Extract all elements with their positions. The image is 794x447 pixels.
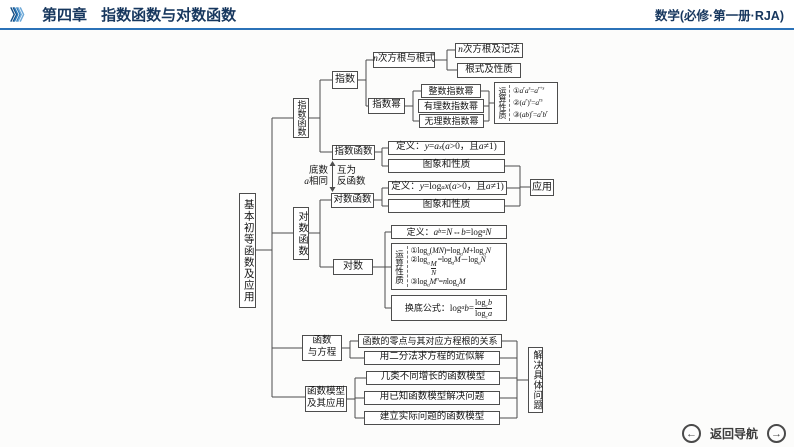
node-function-models: 函数模型及其应用 bbox=[305, 386, 347, 412]
exp-prop-1: ①aras=ar+s bbox=[513, 85, 545, 96]
node-application: 应用 bbox=[530, 179, 554, 196]
header-bar: 》》》 第四章 指数函数与对数函数 数学(必修·第一册·RJA) bbox=[0, 0, 794, 30]
node-exp-graph-properties: 图象和性质 bbox=[388, 159, 505, 173]
chevron-icon: 》 bbox=[17, 6, 32, 24]
book-label: 数学(必修·第一册·RJA) bbox=[654, 8, 784, 23]
node-exponent-power: 指数幂 bbox=[368, 98, 405, 114]
arrow-down-icon bbox=[329, 187, 336, 192]
exp-prop-2: ②(ar)s=ars bbox=[513, 97, 543, 108]
node-solve-problems: 解决具体问题 bbox=[528, 347, 543, 413]
node-build-model: 建立实际问题的函数模型 bbox=[364, 411, 500, 425]
page-title: 指数函数与对数函数 bbox=[101, 6, 237, 24]
node-rational-exponent-power: 有理数指数幂 bbox=[418, 99, 484, 113]
node-growth-models: 几类不同增长的函数模型 bbox=[366, 371, 500, 385]
forward-arrow-icon: → bbox=[771, 427, 782, 440]
box-exponent-operation-properties: 运算性质 ①aras=ar+s ②(ar)s=ars ③(ab)r=arbr bbox=[494, 82, 558, 124]
node-integer-exponent-power: 整数指数幂 bbox=[421, 84, 481, 98]
exp-props-label: 运算性质 bbox=[498, 85, 510, 121]
exp-props-list: ①aras=ar+s ②(ar)s=ars ③(ab)r=arbr bbox=[513, 85, 548, 121]
node-zero-vs-root: 函数的零点与其对应方程根的关系 bbox=[358, 334, 502, 348]
back-arrow-icon: ← bbox=[685, 427, 697, 440]
label-inverse-function: 互为反函数 bbox=[337, 166, 366, 188]
log-prop-1: ①loga(MN)=logaM+logaN bbox=[410, 245, 491, 258]
forward-button[interactable]: → bbox=[767, 424, 786, 443]
node-known-model-solve: 用已知函数模型解决问题 bbox=[364, 391, 500, 405]
log-prop-3: ③logaMn=nlogaM bbox=[410, 276, 466, 290]
node-bisection-method: 用二分法求方程的近似解 bbox=[364, 351, 500, 365]
back-nav-label[interactable]: 返回导航 bbox=[709, 427, 758, 441]
node-exponential-function: 指数函数 bbox=[332, 145, 375, 160]
exp-prop-3: ③(ab)r=arbr bbox=[513, 109, 548, 120]
triple-chevron-icon: 》》》 bbox=[10, 4, 32, 25]
node-logarithm: 对数 bbox=[333, 259, 373, 275]
footer-nav: ← 返回导航 → bbox=[681, 424, 786, 443]
branch-logarithmic-function: 对数函数 bbox=[293, 207, 309, 260]
node-exponent: 指数 bbox=[332, 71, 358, 89]
node-irrational-exponent-power: 无理数指数幂 bbox=[419, 114, 484, 128]
node-basic-elementary-functions: 基本初等函数及应用 bbox=[239, 193, 256, 308]
back-button[interactable]: ← bbox=[681, 424, 701, 443]
node-log-function: 对数函数 bbox=[331, 193, 374, 208]
node-log-graph-properties: 图象和性质 bbox=[388, 199, 505, 213]
node-function-and-equation: 函数与方程 bbox=[302, 335, 342, 361]
branch-exponential-function: 指数函数 bbox=[293, 98, 309, 138]
node-radical-properties: 根式及性质 bbox=[457, 63, 521, 78]
chapter-number: 第四章 bbox=[42, 6, 88, 24]
arrow-up-icon bbox=[329, 161, 336, 166]
log-props-label: 运算性质 bbox=[395, 246, 408, 287]
